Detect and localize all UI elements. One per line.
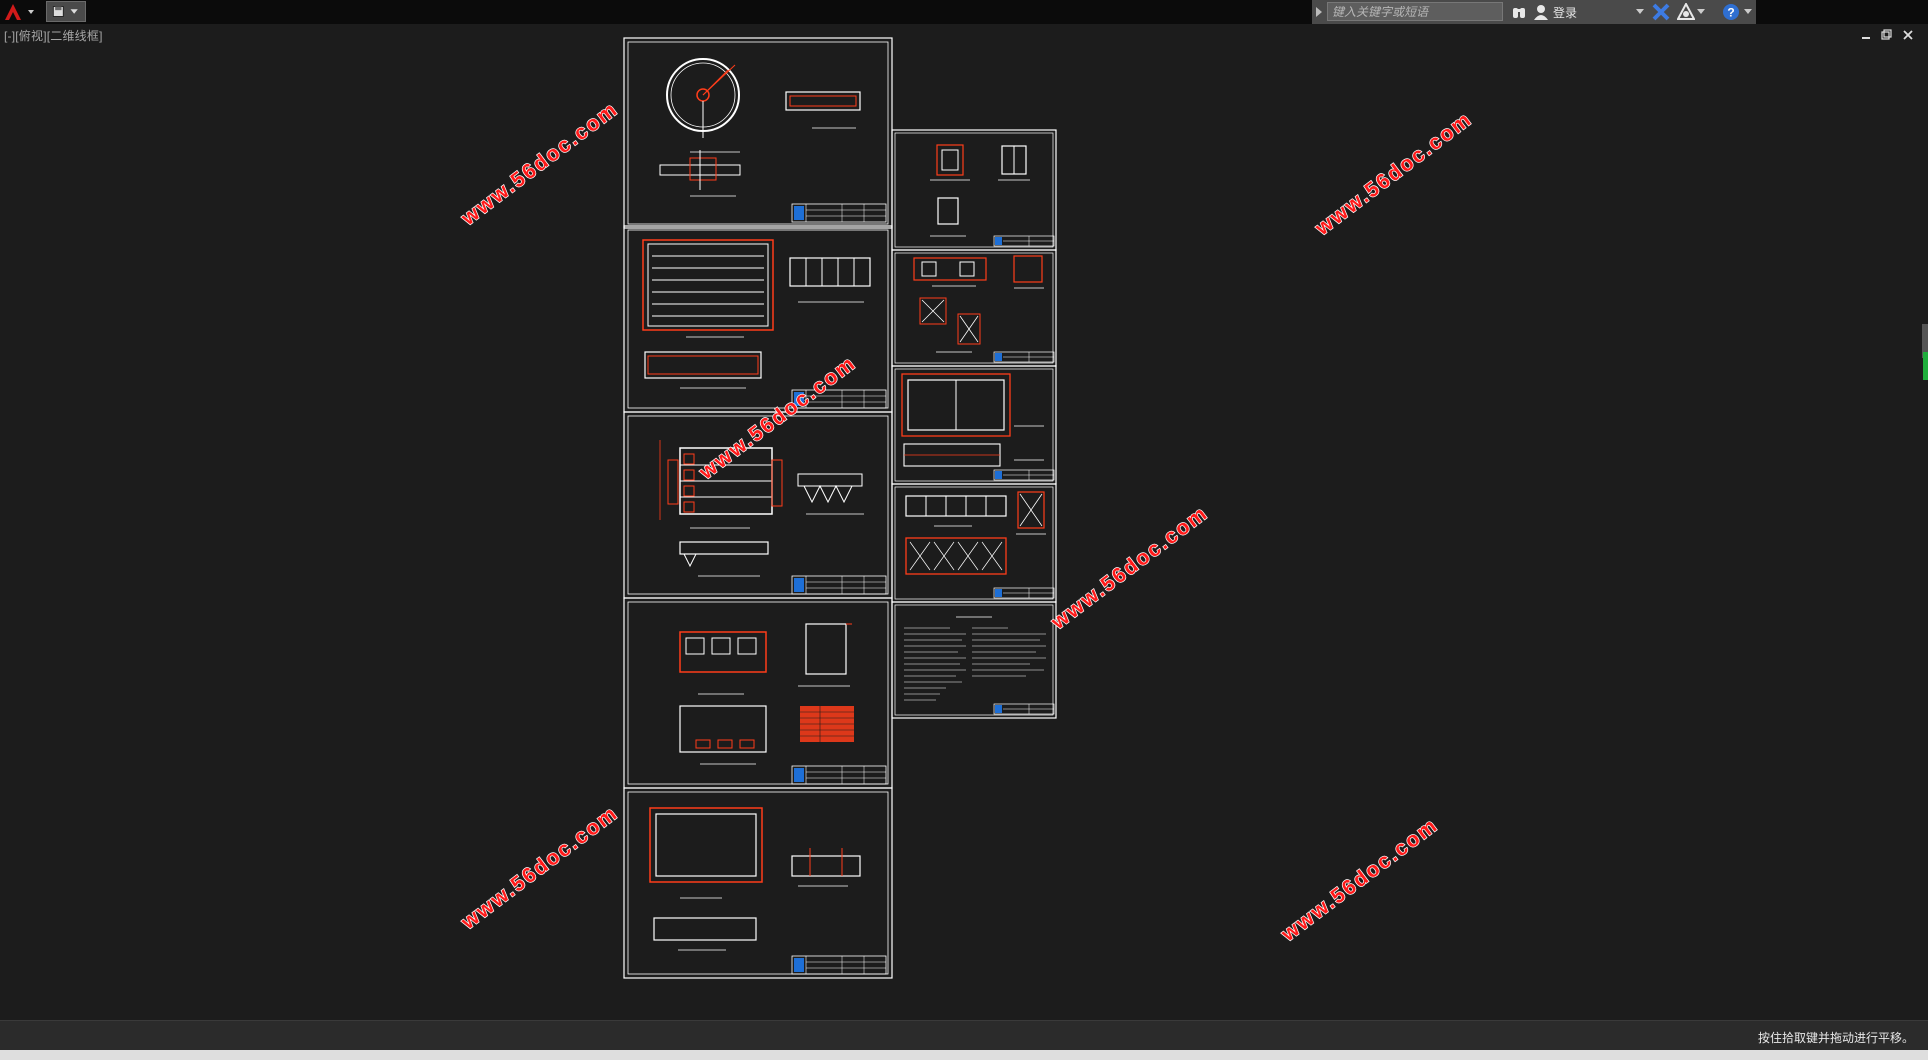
autodesk-360-dropdown-icon[interactable]: [1697, 9, 1705, 15]
exchange-apps-icon[interactable]: [1652, 3, 1670, 21]
user-icon[interactable]: [1533, 3, 1549, 21]
sheet-2[interactable]: [623, 225, 893, 413]
search-input[interactable]: [1327, 2, 1503, 21]
viewport-controls-label[interactable]: [-][俯视][二维线框]: [4, 29, 103, 43]
login-button[interactable]: 登录: [1553, 6, 1578, 20]
minimize-icon[interactable]: [1862, 37, 1870, 39]
drawing-canvas[interactable]: www.56doc.com www.56doc.com www.56doc.co…: [0, 24, 1928, 1020]
sheet-9[interactable]: [891, 483, 1057, 603]
navigation-bar-edge[interactable]: [1922, 324, 1928, 358]
viewcube-edge-indicator[interactable]: [1923, 352, 1928, 380]
sheet-8[interactable]: [891, 365, 1057, 485]
sheet-7[interactable]: [891, 249, 1057, 367]
svg-text:?: ?: [1727, 6, 1734, 20]
dropdown-arrow-icon: [28, 10, 34, 14]
status-message: 按住拾取键并拖动进行平移。: [1757, 1031, 1914, 1045]
sheet-4[interactable]: [623, 597, 893, 789]
watermark-text: www.56doc.com: [1046, 501, 1212, 634]
watermark-text: www.56doc.com: [1276, 813, 1442, 946]
help-icon[interactable]: ?: [1722, 3, 1740, 21]
status-bar: 按住拾取键并拖动进行平移。: [0, 1020, 1928, 1050]
autocad-logo-icon: [5, 4, 21, 20]
customize-toolbar-arrow-icon[interactable]: [70, 9, 78, 14]
bottom-strip: [0, 1050, 1928, 1060]
quick-access-toolbar[interactable]: [46, 1, 86, 22]
watermark-text: www.56doc.com: [456, 97, 622, 230]
search-binoculars-icon[interactable]: [1511, 3, 1527, 21]
collapse-search-arrow-icon[interactable]: [1314, 5, 1324, 19]
watermark-text: www.56doc.com: [456, 801, 622, 934]
watermark-layer: www.56doc.com www.56doc.com www.56doc.co…: [456, 97, 1478, 948]
drawing-window-controls: [1862, 29, 1913, 40]
watermark-text: www.56doc.com: [1310, 107, 1476, 240]
watermark-text: www.56doc.com: [694, 351, 860, 484]
help-dropdown-arrow-icon[interactable]: [1744, 9, 1752, 15]
sheet-1[interactable]: [623, 37, 893, 229]
application-menu-button[interactable]: [2, 1, 42, 23]
login-dropdown-arrow-icon[interactable]: [1636, 9, 1644, 15]
sheet-5[interactable]: [623, 787, 893, 979]
sheet-6[interactable]: [891, 129, 1057, 251]
restore-icon[interactable]: [1881, 29, 1892, 40]
close-icon[interactable]: [1903, 30, 1913, 40]
autodesk-360-icon[interactable]: [1677, 3, 1695, 21]
sheet-10-design-notes[interactable]: [891, 601, 1057, 719]
